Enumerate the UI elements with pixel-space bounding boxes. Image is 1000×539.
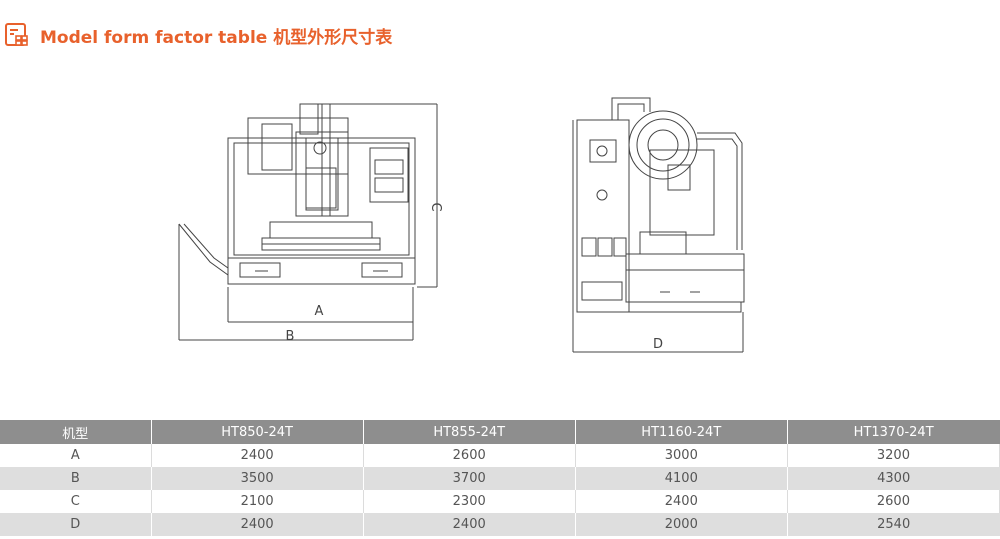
table-header-row: 机型 HT850-24T HT855-24T HT1160-24T HT1370… [0, 420, 1000, 444]
front-view-labels: A B C [286, 202, 443, 344]
table-cell: 2400 [151, 513, 364, 536]
row-label: D [0, 513, 152, 536]
table-cell: 2400 [575, 490, 788, 513]
table-cell: 3500 [151, 467, 364, 490]
machine-dimension-drawing: A B C D [178, 97, 745, 353]
table-cell: 2300 [363, 490, 576, 513]
table-cell: 2000 [575, 513, 788, 536]
table-cell: 2540 [787, 513, 1000, 536]
table-cell: 3200 [787, 444, 1000, 467]
side-view-labels: D [653, 337, 663, 352]
table-row-a: A 2400 2600 3000 3200 [0, 444, 1000, 467]
table-cell: 4300 [787, 467, 1000, 490]
label-b: B [286, 329, 295, 344]
table-cell: 2400 [363, 513, 576, 536]
table-cell: 2600 [363, 444, 576, 467]
label-a: A [315, 304, 324, 319]
table-row-c: C 2100 2300 2400 2600 [0, 490, 1000, 513]
table-cell: 2100 [151, 490, 364, 513]
column-header-ht1370: HT1370-24T [787, 420, 1000, 444]
column-header-model: 机型 [0, 420, 152, 444]
column-header-ht855: HT855-24T [363, 420, 576, 444]
table-cell: 3000 [575, 444, 788, 467]
label-c: C [428, 202, 443, 211]
table-cell: 4100 [575, 467, 788, 490]
section-header: Model form factor table 机型外形尺寸表 [4, 20, 392, 50]
row-label: C [0, 490, 152, 513]
column-header-ht850: HT850-24T [151, 420, 364, 444]
side-view [572, 97, 745, 353]
table-row-b: B 3500 3700 4100 4300 [0, 467, 1000, 490]
table-cell: 2600 [787, 490, 1000, 513]
column-header-ht1160: HT1160-24T [575, 420, 788, 444]
table-cell: 2400 [151, 444, 364, 467]
label-d: D [653, 337, 663, 352]
table-list-icon [5, 23, 28, 46]
dimension-table: 机型 HT850-24T HT855-24T HT1160-24T HT1370… [0, 420, 1000, 536]
table-cell: 3700 [363, 467, 576, 490]
row-label: B [0, 467, 152, 490]
row-label: A [0, 444, 152, 467]
page-title: Model form factor table 机型外形尺寸表 [40, 27, 393, 48]
front-view [178, 103, 438, 341]
table-row-d: D 2400 2400 2000 2540 [0, 513, 1000, 536]
